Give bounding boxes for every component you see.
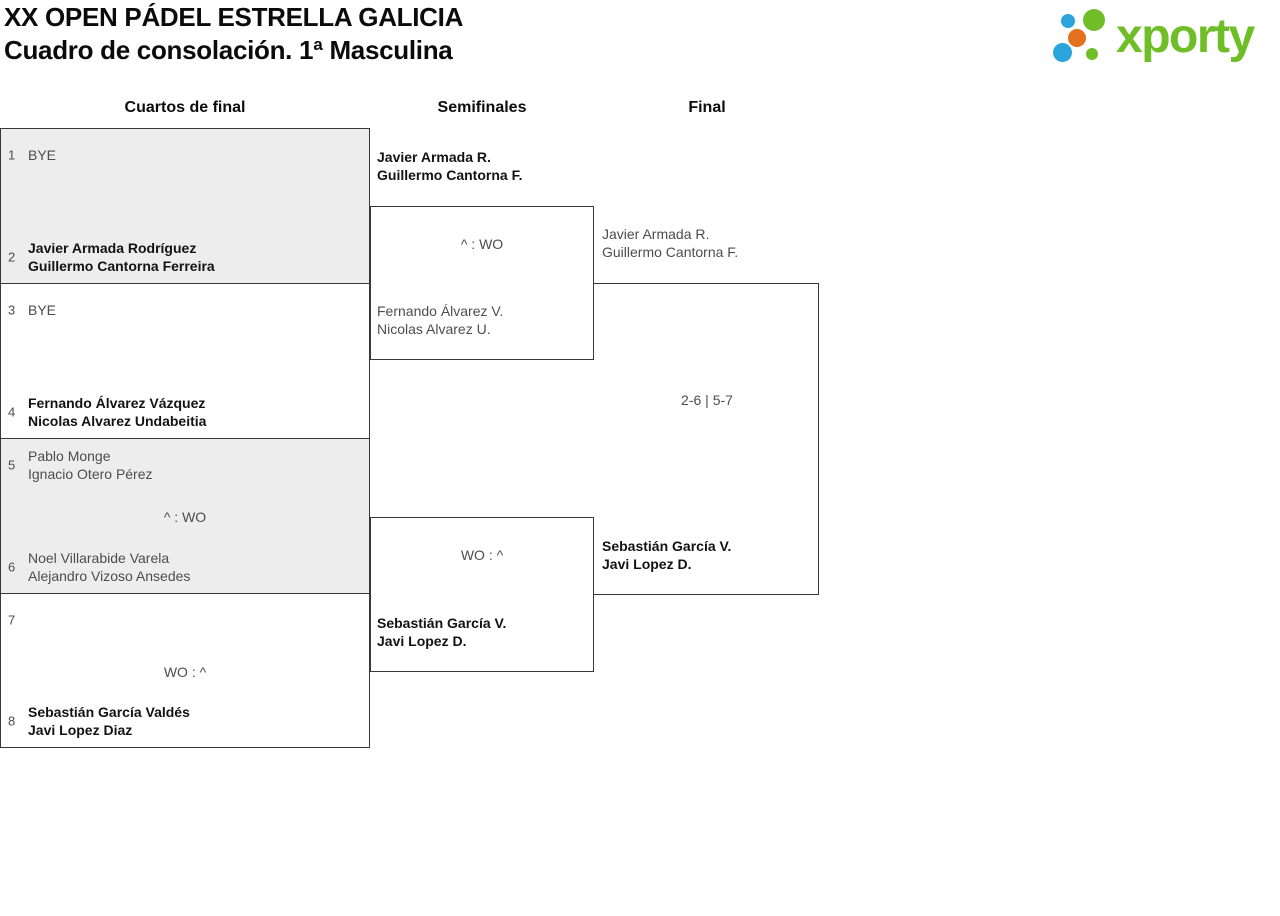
team-line: Javier Armada Rodríguez (28, 240, 197, 256)
team-line: Guillermo Cantorna Ferreira (28, 258, 215, 274)
match-qf4-box (1, 594, 369, 747)
team-line: Nicolas Alvarez U. (377, 321, 491, 337)
team-line: Nicolas Alvarez Undabeitia (28, 413, 207, 429)
team-name-qf2-top: BYE (28, 301, 56, 319)
seed-number: 2 (8, 249, 16, 265)
team-line: Noel Villarabide Varela (28, 550, 170, 566)
round-header-semifinales: Semifinales (437, 99, 527, 116)
seed-number: 3 (8, 302, 16, 318)
match-score-qf3: ^ : WO (163, 509, 207, 525)
team-line: Javi Lopez D. (377, 633, 467, 649)
match-score-final: 2-6 | 5-7 (681, 392, 733, 408)
team-line: Guillermo Cantorna F. (377, 167, 523, 183)
team-name-qf3-top: Pablo Monge Ignacio Otero Pérez (28, 447, 153, 483)
seed-number: 7 (8, 612, 16, 628)
team-line: Javier Armada R. (377, 149, 491, 165)
team-name-sf2-bottom: Sebastián García V. Javi Lopez D. (377, 614, 506, 650)
team-line: BYE (28, 147, 57, 163)
team-name-qf1-bottom: Javier Armada Rodríguez Guillermo Cantor… (28, 239, 215, 275)
match-final-box (594, 283, 819, 595)
logo-dot-blue-small-icon (1061, 14, 1075, 28)
logo-dot-green-small-icon (1086, 48, 1098, 60)
team-line: Javier Armada R. (602, 226, 710, 242)
match-score-sf1: ^ : WO (460, 236, 504, 252)
team-line: Sebastián García V. (377, 615, 507, 631)
seed-number: 6 (8, 559, 16, 575)
team-line: Alejandro Vizoso Ansedes (28, 568, 191, 584)
team-line: Sebastián García Valdés (28, 704, 190, 720)
seed-number: 5 (8, 457, 16, 473)
team-line: Pablo Monge (28, 448, 111, 464)
quarterfinals-column (0, 128, 370, 748)
round-header-final: Final (688, 99, 726, 116)
team-line: Sebastián García V. (602, 538, 732, 554)
match-score-sf2: WO : ^ (460, 547, 504, 563)
team-name-sf1-bottom: Fernando Álvarez V. Nicolas Alvarez U. (377, 302, 503, 338)
seed-number: 4 (8, 404, 16, 420)
seed-number: 1 (8, 147, 16, 163)
page-title: XX OPEN PÁDEL ESTRELLA GALICIA Cuadro de… (4, 1, 463, 67)
team-name-qf3-bottom: Noel Villarabide Varela Alejandro Vizoso… (28, 549, 190, 585)
team-name-qf2-bottom: Fernando Álvarez Vázquez Nicolas Alvarez… (28, 394, 206, 430)
tournament-title: XX OPEN PÁDEL ESTRELLA GALICIA (4, 2, 464, 32)
logo-dot-green-big-icon (1083, 9, 1105, 31)
team-line: Ignacio Otero Pérez (28, 466, 153, 482)
match-qf1-box (1, 129, 369, 284)
xporty-wordmark: xporty (1116, 10, 1255, 63)
match-qf2-box (1, 284, 369, 439)
bracket-subtitle: Cuadro de consolación. 1ª Masculina (4, 35, 453, 65)
team-line: Guillermo Cantorna F. (602, 244, 739, 260)
xporty-logo: xporty (1050, 5, 1280, 75)
logo-dot-orange-icon (1068, 29, 1086, 47)
team-name-sf1-top: Javier Armada R. Guillermo Cantorna F. (377, 148, 522, 184)
round-header-cuartos: Cuartos de final (124, 99, 246, 116)
team-line: BYE (28, 302, 57, 318)
team-name-qf4-bottom: Sebastián García Valdés Javi Lopez Diaz (28, 703, 190, 739)
seed-number: 8 (8, 713, 16, 729)
match-sf2-box (370, 517, 594, 672)
match-score-qf4: WO : ^ (163, 664, 207, 680)
team-name-qf1-top: BYE (28, 146, 56, 164)
logo-dot-blue-big-icon (1053, 43, 1072, 62)
team-line: Fernando Álvarez V. (377, 303, 504, 319)
team-line: Fernando Álvarez Vázquez (28, 395, 206, 411)
team-name-final-bottom: Sebastián García V. Javi Lopez D. (602, 537, 731, 573)
team-line: Javi Lopez Diaz (28, 722, 133, 738)
match-qf3-box (1, 439, 369, 594)
team-line: Javi Lopez D. (602, 556, 692, 572)
match-sf1-box (370, 206, 594, 360)
team-name-final-top: Javier Armada R. Guillermo Cantorna F. (602, 225, 738, 261)
